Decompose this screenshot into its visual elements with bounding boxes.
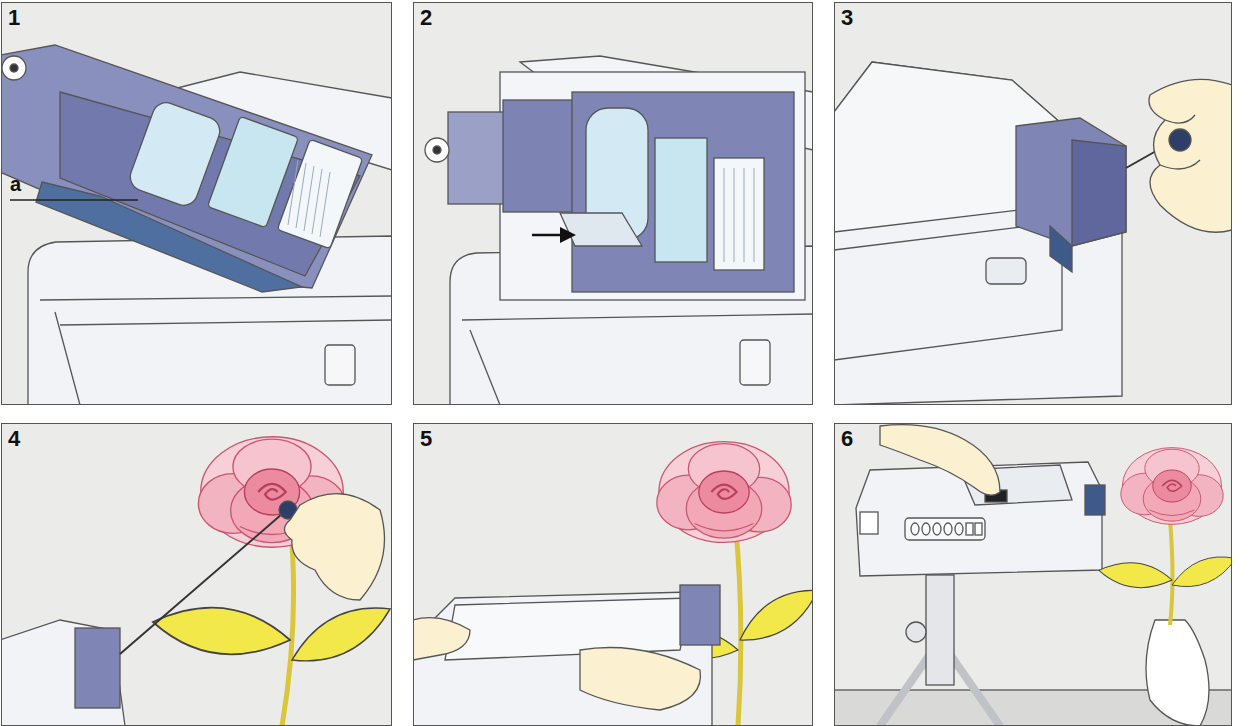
step-panel: 5 xyxy=(413,423,813,726)
step-panel: 4 xyxy=(1,423,392,726)
direction-arrow xyxy=(532,234,562,237)
tripod-drawing xyxy=(1169,554,1232,590)
camera-drawing xyxy=(413,592,712,726)
camera-drawing xyxy=(680,585,720,645)
camera-drawing xyxy=(572,92,794,292)
tripod-drawing xyxy=(834,425,1232,726)
leader-line xyxy=(10,199,138,200)
tripod-drawing xyxy=(944,523,952,535)
camera-drawing xyxy=(735,520,741,726)
rose-drawing xyxy=(284,601,392,668)
step-number: 4 xyxy=(8,428,20,450)
step-panel: 3 xyxy=(834,2,1232,405)
camera-drawing xyxy=(413,618,470,660)
camera-drawing xyxy=(1149,79,1232,232)
tripod-drawing xyxy=(975,523,982,535)
camera-drawing xyxy=(731,584,813,646)
camera-drawing xyxy=(462,314,813,320)
rose-drawing xyxy=(282,520,294,726)
direction-arrow xyxy=(532,227,576,243)
rose-drawing xyxy=(284,494,384,600)
camera-drawing xyxy=(40,296,392,300)
camera-drawing xyxy=(10,64,18,72)
tripod-drawing xyxy=(955,523,963,535)
camera-drawing xyxy=(657,442,791,543)
step-number: 3 xyxy=(841,7,853,29)
camera-drawing xyxy=(445,598,690,660)
panel-ground xyxy=(413,2,813,405)
camera-drawing xyxy=(288,160,330,237)
rose-drawing xyxy=(1,620,125,726)
camera-drawing xyxy=(126,99,223,209)
tripod-drawing xyxy=(966,523,973,535)
tripod-drawing xyxy=(860,512,878,534)
camera-drawing xyxy=(325,345,355,385)
tripod-drawing xyxy=(1170,520,1173,625)
camera-drawing xyxy=(60,320,392,325)
step-number: 5 xyxy=(420,428,432,450)
camera-drawing xyxy=(1,45,392,405)
camera-drawing xyxy=(2,56,26,80)
rose-drawing xyxy=(120,514,282,654)
camera-drawing xyxy=(503,100,575,212)
camera-drawing xyxy=(55,312,80,405)
tripod-drawing xyxy=(911,523,919,535)
camera-drawing xyxy=(36,182,302,292)
panel-ground xyxy=(1,423,392,726)
rose-drawing xyxy=(149,584,293,677)
tripod-drawing xyxy=(880,425,1000,496)
camera-drawing xyxy=(1072,140,1126,246)
tripod-drawing xyxy=(911,523,982,535)
panel-ground xyxy=(413,423,813,726)
camera-drawing xyxy=(413,442,813,726)
camera-drawing xyxy=(560,213,642,246)
camera-drawing xyxy=(500,72,805,300)
step-number: 2 xyxy=(420,7,432,29)
part-label: a xyxy=(10,174,21,194)
camera-drawing xyxy=(740,340,770,385)
direction-arrow xyxy=(560,227,576,243)
rose-drawing xyxy=(1,437,392,726)
panel-ground xyxy=(834,2,1232,405)
camera-drawing xyxy=(834,222,1062,360)
step-panel: 2 xyxy=(413,2,813,405)
panel-ground xyxy=(834,423,1232,726)
camera-drawing xyxy=(1050,226,1072,272)
camera-drawing xyxy=(1160,115,1200,169)
step-panel: 6 xyxy=(834,423,1232,726)
rose-drawing xyxy=(75,628,120,708)
camera-drawing xyxy=(714,158,764,270)
step-panel: 1 xyxy=(1,2,392,405)
camera-drawing xyxy=(425,56,813,405)
step-number: 1 xyxy=(8,7,20,29)
camera-drawing xyxy=(1169,129,1191,151)
camera-drawing xyxy=(425,138,449,162)
tripod-drawing xyxy=(1146,620,1209,726)
camera-drawing xyxy=(655,138,707,262)
tripod-drawing xyxy=(922,523,930,535)
camera-drawing xyxy=(470,330,500,405)
camera-drawing xyxy=(986,258,1026,284)
panel-ground xyxy=(1,2,392,405)
camera-drawing xyxy=(724,168,754,262)
tripod-drawing xyxy=(906,622,926,642)
camera-drawing xyxy=(277,139,362,248)
step-number: 6 xyxy=(841,428,853,450)
tripod-drawing xyxy=(1085,485,1105,515)
camera-drawing xyxy=(580,648,701,711)
camera-drawing xyxy=(1016,118,1126,246)
tripod-drawing xyxy=(1121,448,1223,525)
camera-drawing xyxy=(433,146,441,154)
camera-drawing xyxy=(834,62,1232,405)
tripod-drawing xyxy=(933,523,941,535)
camera-drawing xyxy=(448,112,504,204)
tripod-drawing xyxy=(905,518,985,540)
tripod-drawing xyxy=(1097,550,1174,600)
tripod-drawing xyxy=(926,575,954,685)
